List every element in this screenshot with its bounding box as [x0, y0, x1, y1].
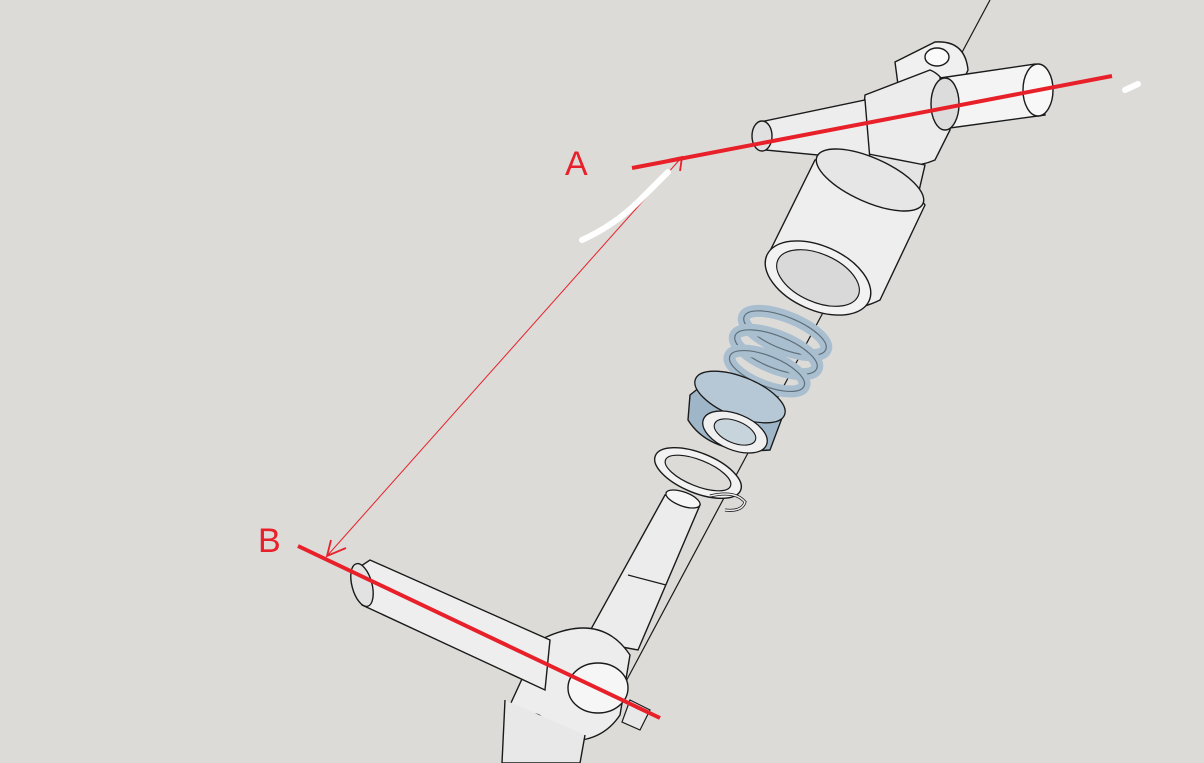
lower-shaft: [583, 489, 701, 651]
axis-line-a: [631, 74, 1113, 170]
washer: [653, 446, 743, 500]
annotation-layer: A B: [258, 74, 1113, 720]
white-eraser-marks: [579, 81, 1141, 243]
label-b: B: [258, 522, 281, 560]
axis-line-b: [297, 544, 661, 720]
dimension-line-ab: [326, 156, 683, 557]
circlip: [709, 492, 747, 512]
arrowhead-a: [667, 155, 684, 172]
label-a: A: [565, 145, 588, 183]
ball-bearing: [687, 370, 786, 454]
cup-sleeve: [764, 148, 926, 316]
arrowhead-b: [325, 539, 347, 558]
